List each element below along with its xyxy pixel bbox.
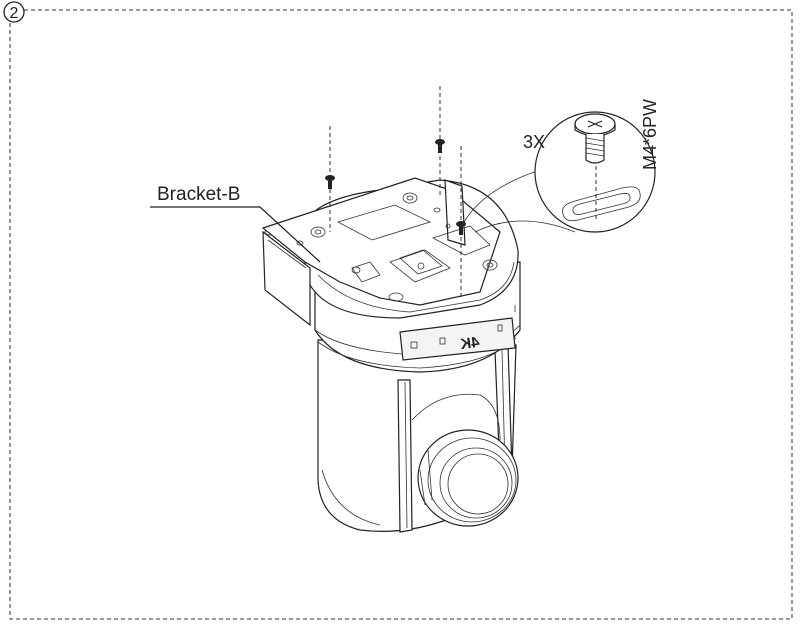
- bracket-plate: [261, 177, 501, 306]
- bracket-right-flange: [444, 179, 466, 246]
- camera-4k-badge: 4K: [459, 334, 481, 354]
- screw-icon: [325, 175, 335, 189]
- indicator-icon: [439, 337, 446, 345]
- indicator-icon: [410, 341, 418, 349]
- front-label-panel: [399, 317, 516, 361]
- bracket-label: Bracket-B: [157, 184, 240, 205]
- bracket-left-flange: [262, 230, 311, 327]
- screw-detail-icon: [574, 113, 616, 164]
- step-badge: 2: [3, 1, 25, 23]
- mounting-screws: [325, 86, 466, 300]
- yoke-arm-left: [397, 379, 413, 533]
- bracket-leader-line: [150, 206, 321, 263]
- mounting-slot: [562, 166, 641, 222]
- step-number: 2: [10, 5, 19, 22]
- screw-icon: [435, 139, 445, 153]
- callout-circle: [534, 111, 656, 233]
- callout-leader-line: [461, 169, 541, 227]
- indicator-icon: [497, 324, 503, 332]
- dashed-frame: [9, 9, 793, 620]
- screw-spec-label: M4*6PW: [640, 99, 660, 170]
- camera-lens: [417, 429, 519, 527]
- screw-detail-callout: 3X M4*6PW: [461, 99, 660, 233]
- screw-quantity-label: 3X: [523, 132, 545, 152]
